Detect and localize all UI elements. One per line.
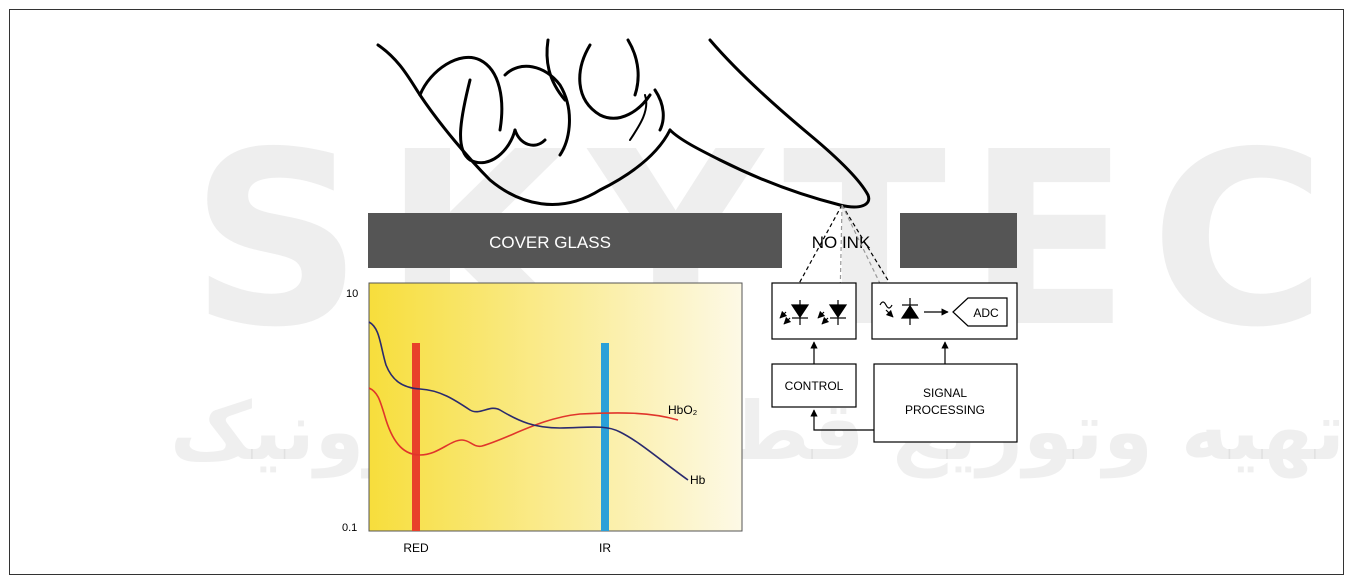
curve-hb bbox=[368, 321, 689, 481]
band-ir bbox=[601, 343, 609, 531]
absorption-curves bbox=[368, 321, 689, 481]
led-icon bbox=[817, 300, 848, 325]
x-label-ir: IR bbox=[599, 541, 611, 555]
wavelength-bands bbox=[412, 343, 609, 531]
led-icon bbox=[779, 300, 810, 325]
cover-glass-bar bbox=[368, 213, 782, 268]
signal-processing-block: SIGNAL PROCESSING bbox=[873, 363, 1018, 443]
band-red bbox=[412, 343, 420, 531]
curve-hbo2 bbox=[368, 387, 679, 456]
signal-label: SIGNAL bbox=[923, 386, 967, 400]
absorption-chart: 10 0.1 RED IR HbO₂ Hb bbox=[342, 282, 743, 555]
cover-glass-label: COVER GLASS bbox=[489, 233, 611, 252]
series-label-hbo2: HbO₂ bbox=[668, 403, 698, 417]
led-emitter-box bbox=[771, 282, 857, 340]
processing-label: PROCESSING bbox=[905, 403, 985, 417]
finger-illustration bbox=[376, 38, 871, 209]
adc-label: ADC bbox=[973, 306, 999, 320]
adc-shape bbox=[952, 297, 1008, 327]
cover-glass-bar-right bbox=[900, 213, 1017, 268]
photodiode-adc-box: ADC bbox=[871, 282, 1018, 340]
figure-frame bbox=[9, 9, 1344, 575]
y-tick-label-bottom: 0.1 bbox=[342, 522, 357, 534]
photodiode-icon bbox=[879, 298, 920, 325]
x-label-red: RED bbox=[403, 541, 429, 555]
y-tick-label-top: 10 bbox=[346, 288, 358, 300]
series-label-hb: Hb bbox=[690, 473, 706, 487]
control-label: CONTROL bbox=[785, 379, 844, 393]
chart-plot-area bbox=[368, 282, 743, 532]
control-block: CONTROL bbox=[771, 363, 857, 408]
processing-to-control-arrow bbox=[810, 409, 874, 431]
